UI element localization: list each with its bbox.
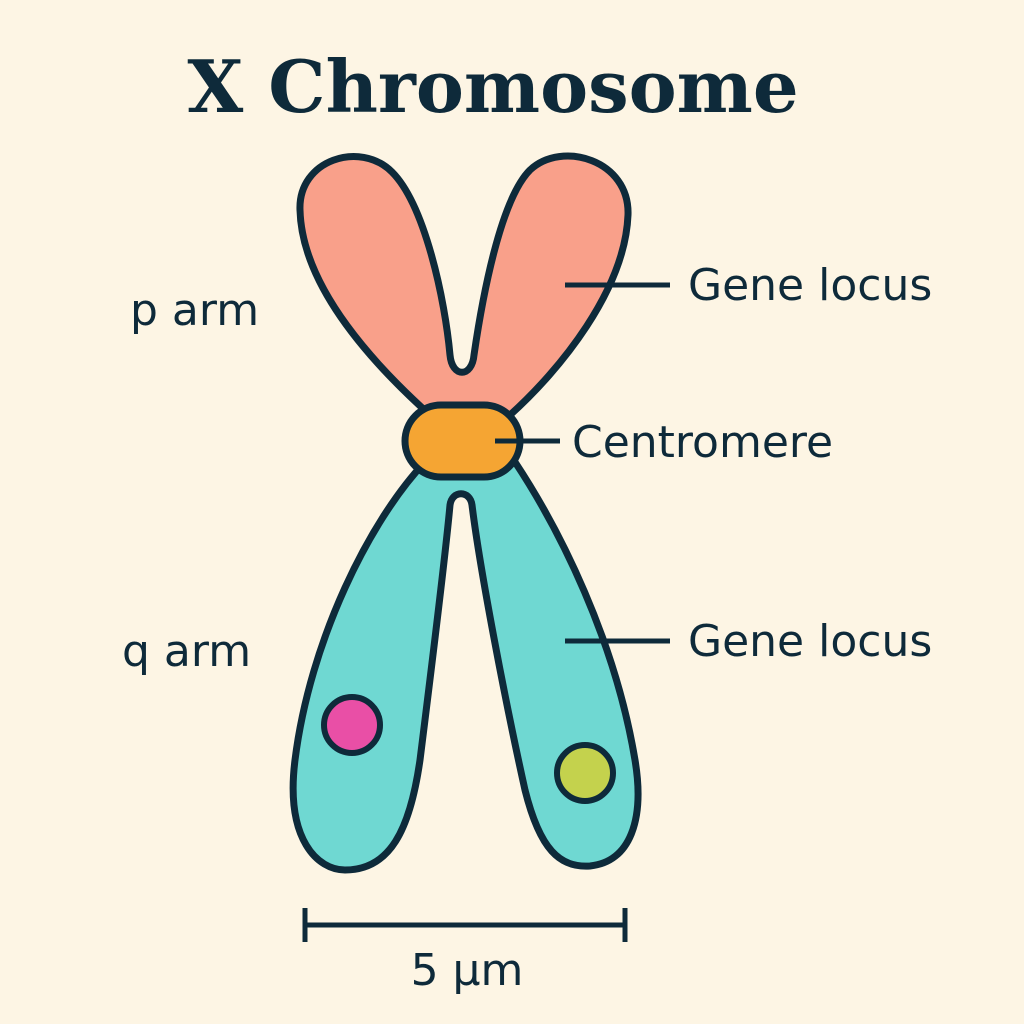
scale-bar-label: 5 μm: [411, 945, 524, 996]
gene-marker-lime: [554, 742, 616, 804]
gene-marker-pink: [321, 694, 383, 756]
q-arm-label: q arm: [122, 626, 251, 677]
centromere-label: Centromere: [572, 417, 833, 468]
gene-locus-top-label: Gene locus: [688, 260, 932, 311]
p-arm-shape: [296, 152, 632, 419]
diagram-title: X Chromosome: [187, 44, 798, 129]
gene-locus-bottom-label: Gene locus: [688, 616, 932, 667]
scale-bar: [302, 908, 628, 942]
q-arm-shape: [289, 458, 642, 874]
p-arm-label: p arm: [130, 285, 259, 336]
